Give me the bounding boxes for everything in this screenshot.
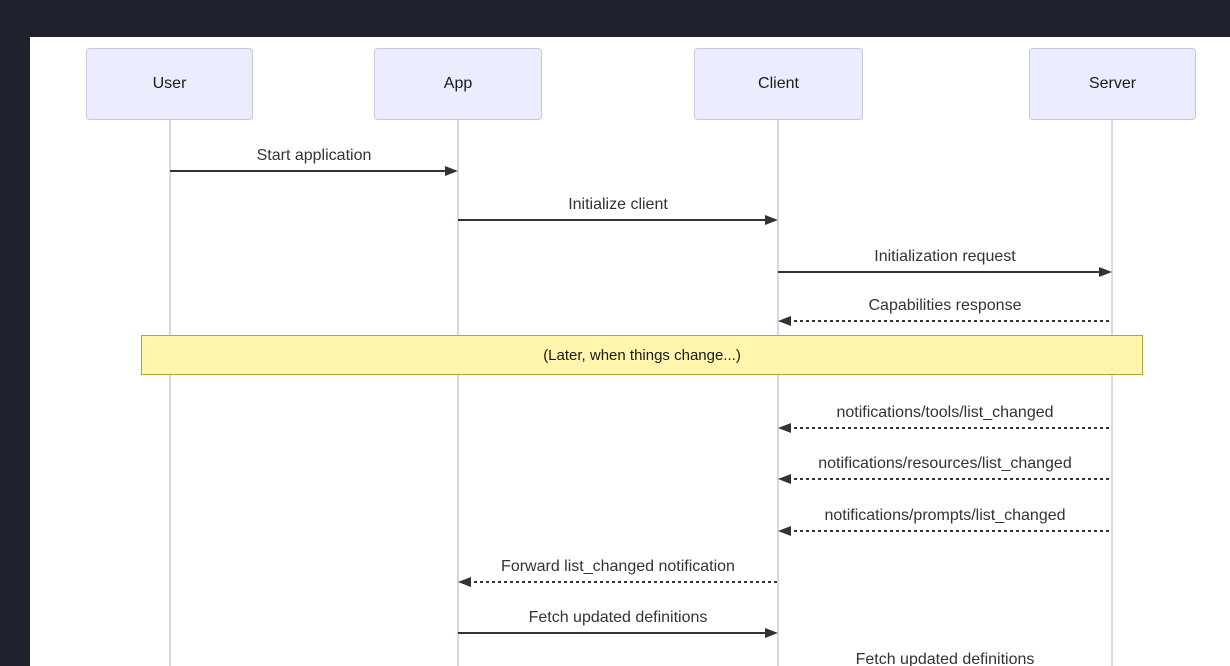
message-line-dashed [468, 581, 778, 583]
actor-box-user: User [86, 48, 253, 120]
arrowhead-left-icon [778, 474, 791, 484]
actor-label: User [152, 75, 187, 92]
arrowhead-right-icon [765, 215, 778, 225]
lifeline-user [169, 120, 171, 666]
message-line-dashed [788, 320, 1112, 322]
arrowhead-right-icon [445, 166, 458, 176]
lifeline-server [1111, 120, 1113, 666]
message-line-dashed [788, 427, 1112, 429]
message-line-dashed [788, 478, 1112, 480]
message-label: Fetch updated definitions [528, 609, 708, 626]
actor-label: Client [758, 75, 799, 92]
message-label: Initialize client [568, 196, 668, 213]
arrowhead-left-icon [778, 526, 791, 536]
arrowhead-left-icon [778, 316, 791, 326]
message-label: notifications/resources/list_changed [818, 455, 1072, 472]
arrowhead-right-icon [1099, 267, 1112, 277]
arrowhead-right-icon [765, 628, 778, 638]
actor-label: App [443, 75, 473, 92]
note-text: (Later, when things change...) [543, 346, 741, 364]
actor-box-app: App [374, 48, 542, 120]
sequence-diagram-canvas: Start application Initialize client Init… [30, 37, 1230, 666]
actor-box-client: Client [694, 48, 863, 120]
message-label: notifications/tools/list_changed [836, 404, 1054, 421]
message-label: Fetch updated definitions [855, 651, 1035, 666]
message-line [458, 219, 768, 221]
message-line [458, 632, 768, 634]
arrowhead-left-icon [778, 423, 791, 433]
arrowhead-left-icon [458, 577, 471, 587]
note-band: (Later, when things change...) [141, 335, 1143, 375]
message-label: Initialization request [874, 248, 1016, 265]
message-label: notifications/prompts/list_changed [824, 507, 1066, 524]
actor-label: Server [1088, 75, 1137, 92]
message-label: Capabilities response [868, 297, 1022, 314]
message-line [170, 170, 448, 172]
lifeline-app [457, 120, 459, 666]
actor-box-server: Server [1029, 48, 1196, 120]
message-label: Forward list_changed notification [501, 558, 735, 575]
lifeline-client [777, 120, 779, 666]
message-line-dashed [788, 530, 1112, 532]
message-label: Start application [256, 147, 372, 164]
message-line [778, 271, 1102, 273]
